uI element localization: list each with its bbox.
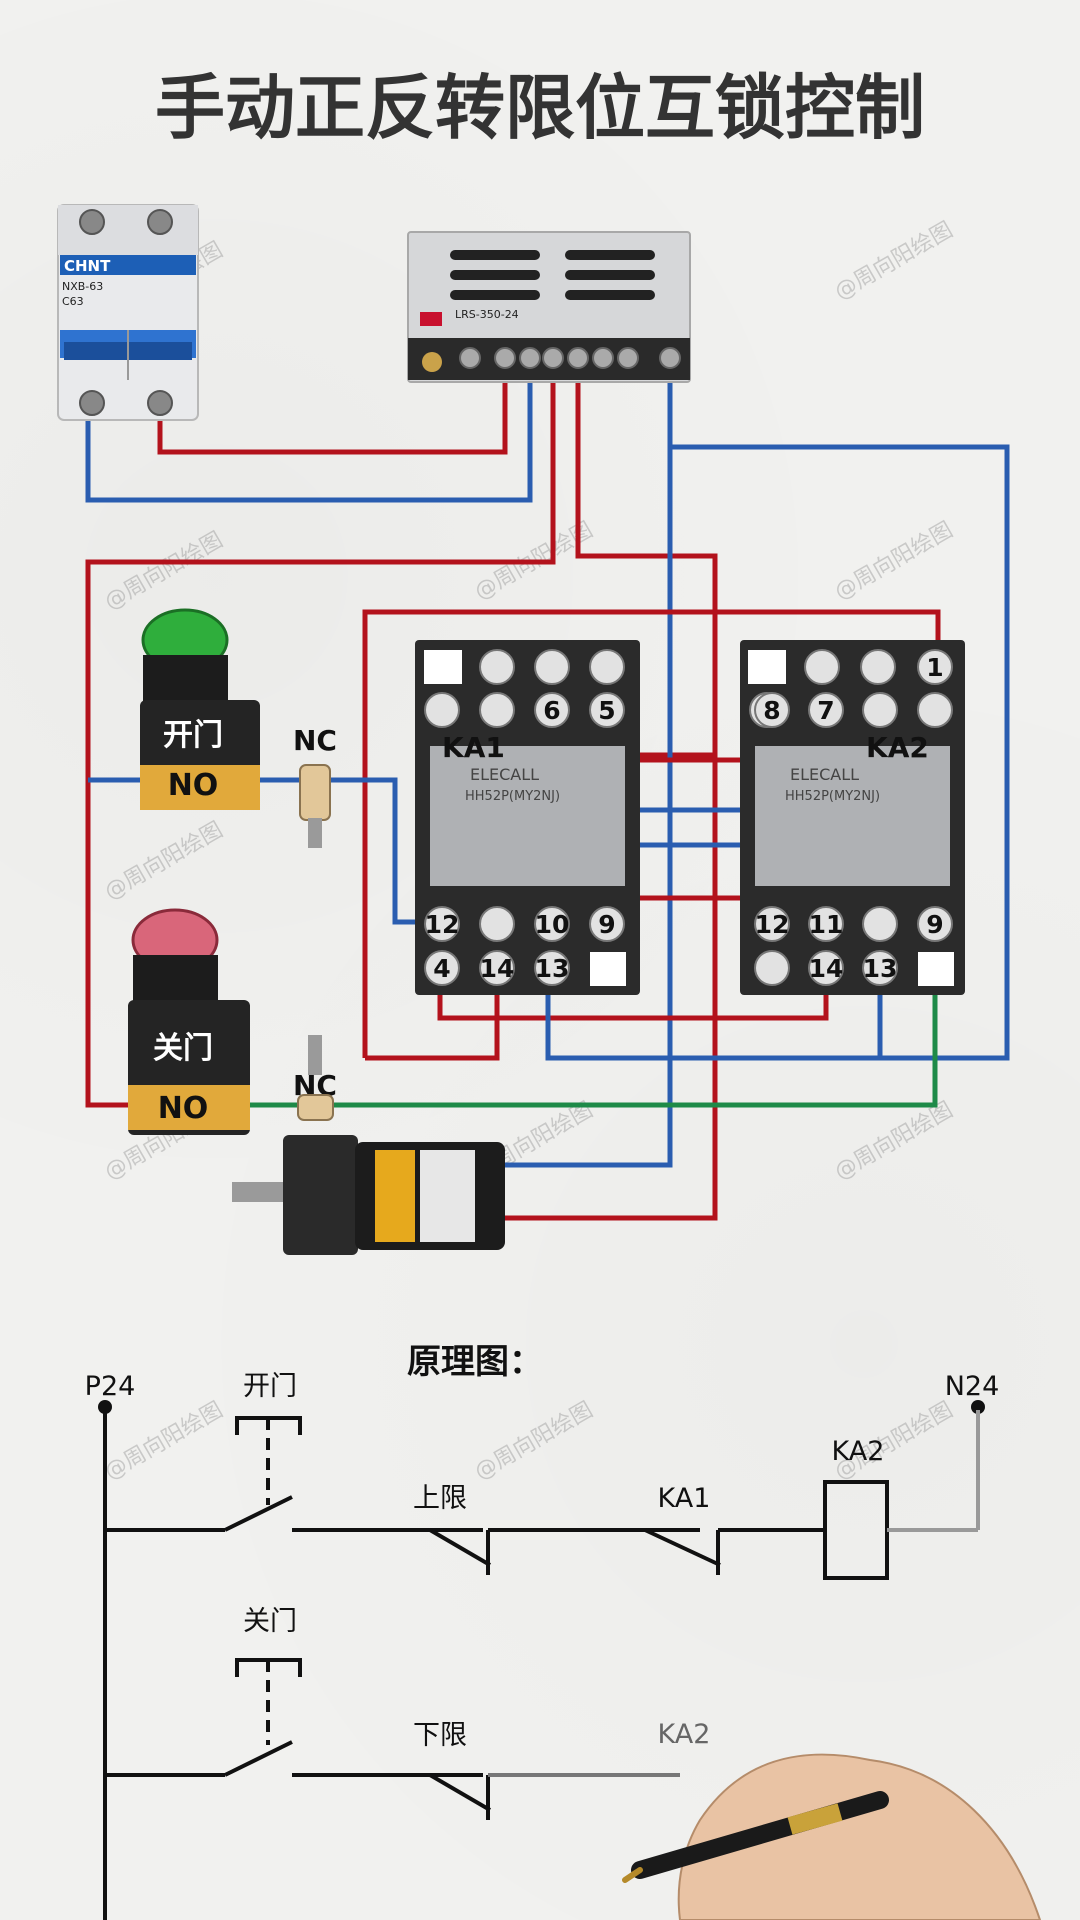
ka2-brand: ELECALL [790,765,859,784]
upper-limit-switch: NC [293,724,337,848]
wires [85,372,1010,1221]
circuit-breaker: CHNT NXB-63 C63 [57,204,199,421]
ka2-terminal-1: 1 [926,653,943,682]
wire-red-breaker-l [157,372,508,455]
relay-ka2: ELECALL HH52P(MY2NJ) KA2 1 8 7 12 11 9 1… [740,640,965,995]
upper-nc-label: NC [293,724,337,757]
open-no-label: NO [168,768,219,803]
wire-blue-open-nc [240,777,430,925]
close-no-label: NO [158,1091,209,1126]
ka2-terminal-9: 9 [926,910,943,939]
wire-blue-13 [545,968,880,1061]
schematic-ka2-coil-label: KA2 [832,1436,885,1467]
wire-red-ka1-14 [365,968,500,1061]
schematic-ka1-label: KA1 [658,1483,711,1514]
psu-model: LRS-350-24 [455,308,519,321]
breaker-rating: C63 [62,295,84,308]
schematic-open-label: 开门 [243,1371,297,1402]
wire-red-open-feed [85,372,556,1108]
ka1-terminal-14: 14 [480,954,515,983]
page-title: 手动正反转限位互锁控制 [155,67,925,149]
schematic-heading: 原理图： [407,1342,543,1382]
ka2-terminal-7: 7 [817,696,834,725]
power-supply: LRS-350-24 [407,231,691,383]
schematic-ka2-contact-label: KA2 [658,1719,711,1750]
watermark: @周向阳绘图 [831,218,958,306]
wire-red-ka1-5 [575,372,718,758]
watermark: @周向阳绘图 [101,1398,228,1486]
ka1-terminal-6: 6 [543,696,560,725]
wire-blue-breaker-n [85,372,533,503]
open-button-label: 开门 [163,718,223,753]
ka1-terminal-10: 10 [535,910,570,939]
watermark: @周向阳绘图 [831,1098,958,1186]
wire-blue-motor [505,372,673,1168]
breaker-model: NXB-63 [62,280,103,293]
ka1-terminal-9: 9 [598,910,615,939]
ka1-terminal-5: 5 [598,696,615,725]
schematic-lower-limit-label: 下限 [413,1720,467,1751]
watermark: @周向阳绘图 [101,818,228,906]
close-button-label: 关门 [153,1031,213,1066]
ka1-model: HH52P(MY2NJ) [465,789,560,804]
schematic: 原理图： P24 N24 开门 上限 KA1 KA2 关门 下限 [85,1342,1000,1920]
wire-red-ka2-1 [362,609,941,1058]
relay-ka1: ELECALL HH52P(MY2NJ) KA1 6 5 12 10 9 4 1… [415,640,640,995]
ka2-terminal-13: 13 [863,954,898,983]
ka2-terminal-8: 8 [763,696,780,725]
open-pushbutton: 开门 NO [140,608,260,810]
watermark: @周向阳绘图 [831,518,958,606]
ka1-label: KA1 [442,731,505,764]
ka1-brand: ELECALL [470,765,539,784]
lower-limit-switch: NC [293,1035,337,1121]
rail-n24-label: N24 [945,1371,1000,1402]
ka2-label: KA2 [866,731,929,764]
rail-p24-label: P24 [85,1371,136,1402]
ka2-model: HH52P(MY2NJ) [785,789,880,804]
wire-red-motor [505,755,718,1221]
watermark: @周向阳绘图 [471,1398,598,1486]
ka2-terminal-11: 11 [809,910,844,939]
watermark: @周向阳绘图 [101,528,228,616]
breaker-brand: CHNT [64,257,111,275]
ka1-terminal-13: 13 [535,954,570,983]
ka2-terminal-12: 12 [755,910,790,939]
ka1-terminal-4: 4 [433,954,450,983]
schematic-upper-limit-label: 上限 [413,1483,467,1514]
close-pushbutton: 关门 NO [128,908,250,1135]
motor [232,1135,505,1255]
ka2-terminal-14: 14 [809,954,844,983]
schematic-close-label: 关门 [243,1606,297,1637]
wire-blue-ka2-13 [670,444,1010,1061]
hand-with-pen [622,1753,1042,1920]
ka1-terminal-12: 12 [425,910,460,939]
